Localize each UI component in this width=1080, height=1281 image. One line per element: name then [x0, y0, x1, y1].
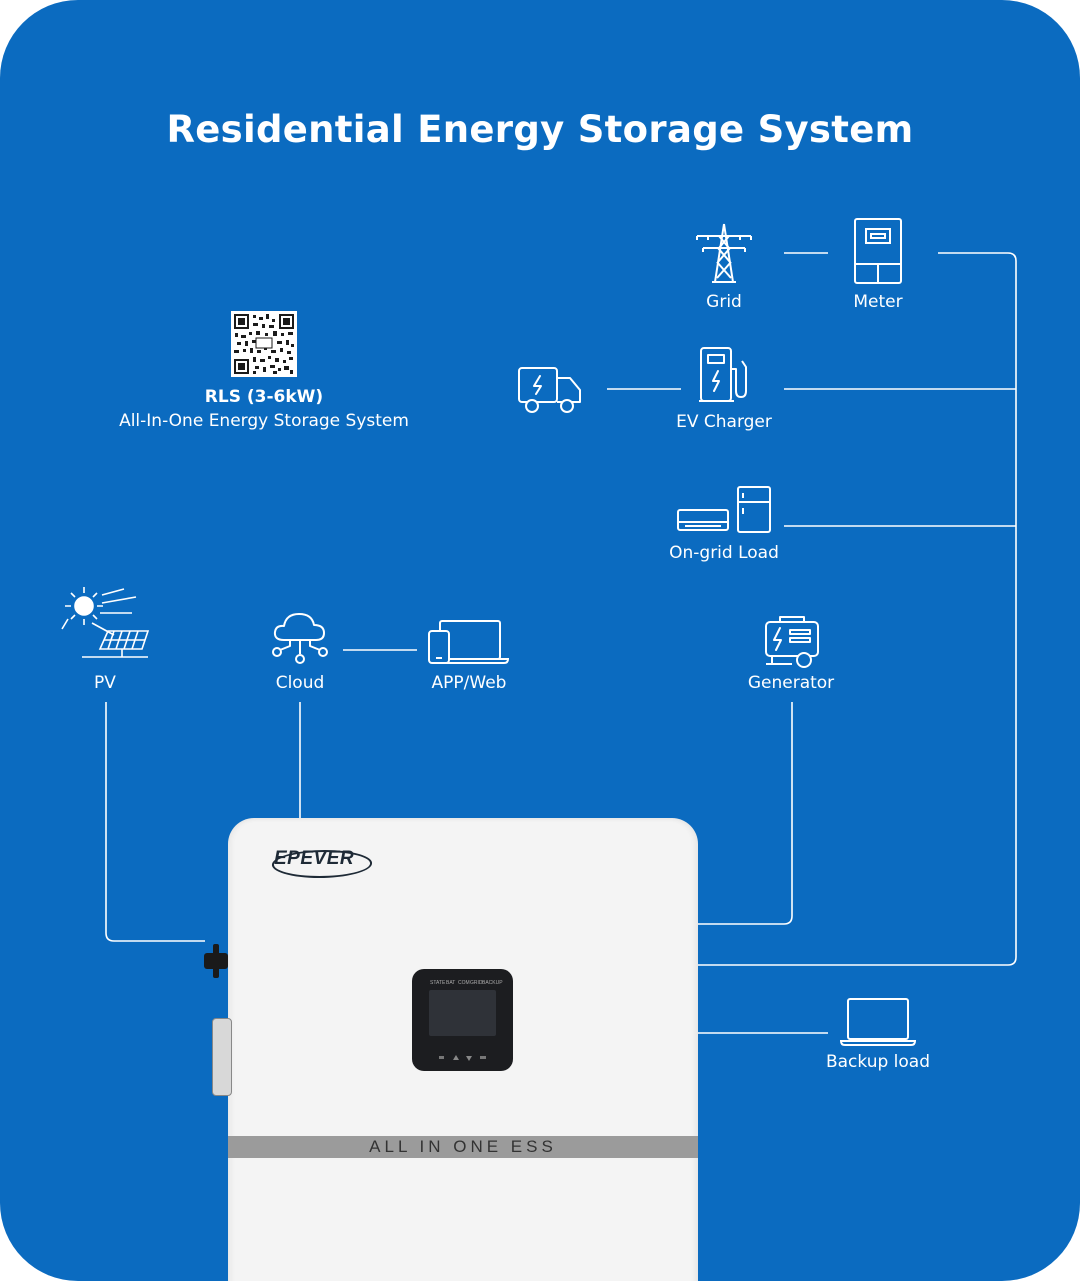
sun-solar-panel-icon [62, 585, 150, 665]
grid-tower-icon [693, 222, 755, 284]
side-connector [212, 1018, 232, 1096]
lcd-screen [429, 990, 496, 1036]
device-band-text: ALL IN ONE ESS [369, 1137, 557, 1156]
generator-icon [762, 616, 822, 670]
panel-label: BACKUP [482, 980, 503, 986]
meter-label: Meter [853, 292, 903, 312]
page-title: Residential Energy Storage System [166, 108, 914, 151]
cloud-icon [272, 610, 328, 666]
ev-charger-icon [698, 347, 750, 403]
pv-label: PV [94, 673, 116, 693]
devices-icon [428, 620, 510, 664]
grid-label: Grid [706, 292, 742, 312]
panel-button[interactable] [439, 1056, 444, 1059]
panel-label: STATE [430, 980, 446, 986]
device-band [228, 1136, 698, 1158]
ac-fridge-icon [677, 486, 773, 534]
product-model: RLS (3-6kW) [204, 387, 324, 407]
on-grid-load-label: On-grid Load [669, 543, 779, 563]
generator-label: Generator [747, 673, 835, 693]
backup-load-label: Backup load [825, 1052, 931, 1072]
panel-label: COM [458, 980, 470, 986]
panel-down-button[interactable] [466, 1056, 472, 1061]
side-port-post [213, 944, 219, 978]
meter-icon [854, 218, 902, 284]
qr-code-icon [231, 311, 297, 377]
panel-label: BAT [446, 980, 456, 986]
cloud-label: Cloud [275, 673, 325, 693]
laptop-icon [840, 998, 916, 1046]
truck-icon [518, 366, 582, 414]
panel-label: GRID [470, 980, 483, 986]
panel-button[interactable] [480, 1056, 486, 1059]
product-description: All-In-One Energy Storage System [119, 411, 409, 431]
brand-logo: EPEVER [274, 848, 355, 869]
ev-charger-label: EV Charger [676, 412, 772, 432]
panel-up-button[interactable] [453, 1055, 459, 1060]
app-web-label: APP/Web [431, 673, 507, 693]
